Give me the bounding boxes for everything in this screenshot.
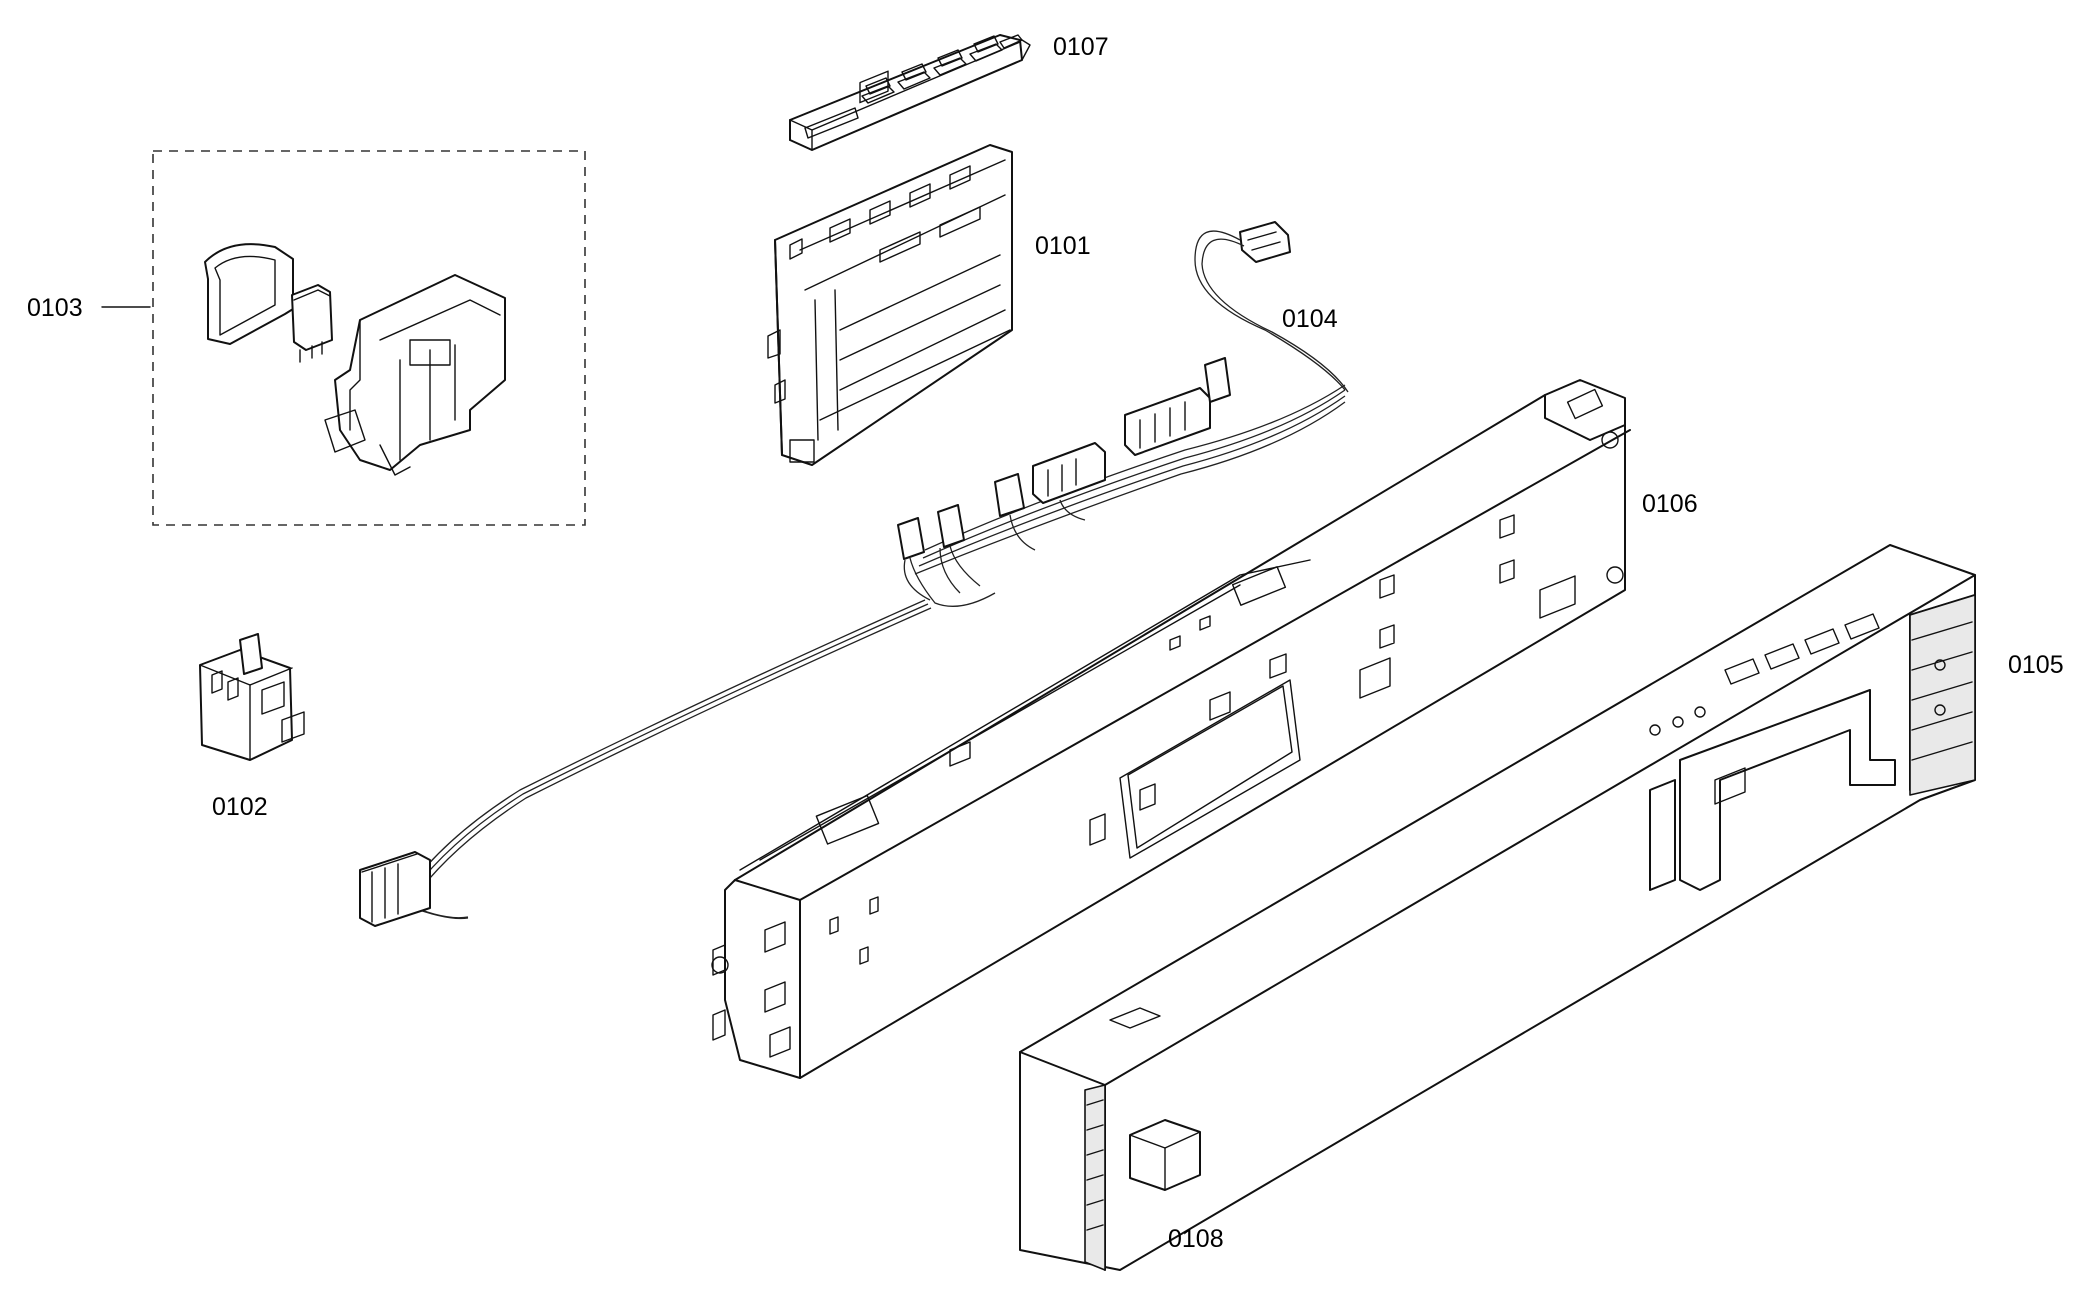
label-0102: 0102 <box>212 793 268 821</box>
part-0108-block <box>1129 1119 1201 1191</box>
label-0107: 0107 <box>1053 33 1109 61</box>
part-0102-switch <box>199 633 305 761</box>
label-0101: 0101 <box>1035 232 1091 260</box>
part-0105-front-fascia <box>1019 544 1976 1271</box>
label-0106: 0106 <box>1642 490 1698 518</box>
part-0106-inner-panel <box>711 379 1631 1079</box>
part-0103-assembly <box>152 150 586 526</box>
part-0101-control-module <box>767 144 1013 466</box>
part-0104-wiring-harness <box>359 221 1349 927</box>
label-0108: 0108 <box>1168 1225 1224 1253</box>
label-0104: 0104 <box>1282 305 1338 333</box>
label-0103: 0103 <box>27 294 83 322</box>
part-0107-button-strip <box>789 34 1031 151</box>
label-0105: 0105 <box>2008 651 2064 679</box>
